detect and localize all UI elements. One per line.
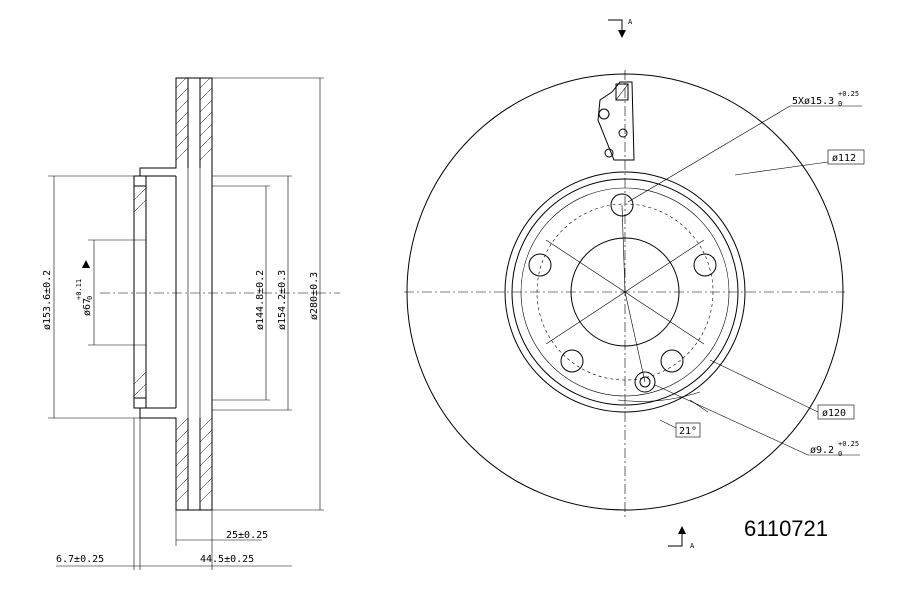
front-view: 21° 5Xø15.3 +0.25 0 ø112 ø120 ø9.2 +0.25…: [404, 70, 865, 520]
dim-pcd-120: ø120: [822, 408, 846, 419]
section-hatching-upper: [175, 77, 213, 161]
friction-inner-edge: [504, 171, 746, 413]
svg-text:A: A: [628, 18, 633, 26]
svg-text:A: A: [690, 542, 695, 550]
center-bore: [570, 237, 680, 347]
dim-small-hole: ø9.2: [810, 445, 834, 456]
dim-hub-thickness: 6.7±0.25: [56, 554, 104, 565]
dim-center-bore: ø67: [82, 298, 93, 316]
side-section-view: ø153.6±0.2 ø67 +0.11 0 ø144.8±0.2 ø154.2…: [42, 77, 340, 570]
dim-small-hole-tol-low: 0: [838, 450, 842, 458]
dim-inner-diameter-2: ø154.2±0.3: [277, 270, 288, 330]
section-mark-top: A: [608, 18, 633, 38]
bolt-hole: [693, 253, 717, 277]
dim-angle: 21°: [679, 426, 697, 437]
dim-center-bore-tol-low: 0: [86, 296, 94, 300]
part-number: 6110721: [744, 516, 828, 541]
dim-inner-diameter: ø144.8±0.2: [255, 270, 266, 330]
datum-triangle: [82, 260, 90, 268]
outer-rim: [406, 73, 844, 511]
dim-pcd-112: ø112: [832, 153, 856, 164]
bolt-hole: [660, 349, 684, 373]
bolt-hole: [560, 349, 584, 373]
dim-outer-diameter: ø280±0.3: [309, 272, 320, 320]
bolt-hole: [610, 193, 634, 217]
dim-bolt-holes-tol: +0.25: [838, 90, 859, 98]
dim-bolt-holes-tol-low: 0: [838, 100, 842, 108]
pcd-circle: [536, 203, 714, 381]
section-hatching-lower: [133, 187, 213, 503]
bolt-hole: [528, 253, 552, 277]
dim-small-hole-tol: +0.25: [838, 440, 859, 448]
dim-bolt-holes: 5Xø15.3: [792, 96, 834, 107]
section-mark-bottom: A: [668, 526, 695, 550]
hub-outer-edge: [511, 178, 739, 406]
dim-hub-diameter: ø153.6±0.2: [42, 270, 53, 330]
dim-overall-height: 44.5±0.25: [200, 554, 254, 565]
detail-cutout: [597, 81, 635, 161]
dim-center-bore-tol: +0.11: [75, 279, 83, 300]
dim-disc-thickness: 25±0.25: [226, 530, 268, 541]
locating-hole: [634, 371, 656, 393]
